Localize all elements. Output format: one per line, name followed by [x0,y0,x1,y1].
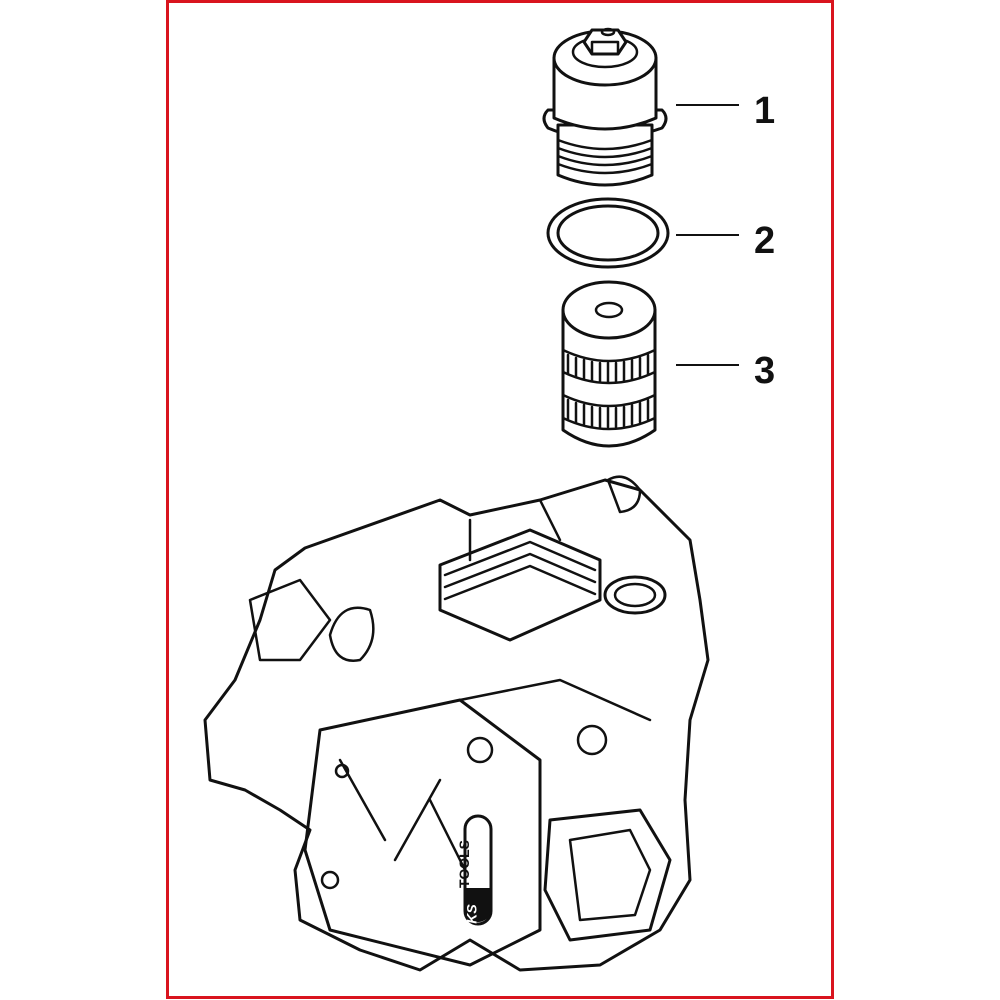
part-number-3: 3 [754,350,776,392]
transmission-illustration [203,475,710,972]
part-number-2: 2 [754,220,776,262]
logo-text: TOOLS KS [454,830,502,930]
filter-element-illustration [561,280,657,448]
callout-line-3 [676,364,739,366]
o-ring-illustration [546,197,670,269]
callout-line-2 [676,234,739,236]
logo-tools-text: TOOLS [455,840,472,888]
logo-ks-text: KS [463,904,480,924]
part-number-1: 1 [754,90,776,132]
filter-cap-illustration [542,27,668,187]
ks-tools-logo [463,814,493,926]
callout-line-1 [676,104,739,106]
diagram-frame [166,0,834,999]
